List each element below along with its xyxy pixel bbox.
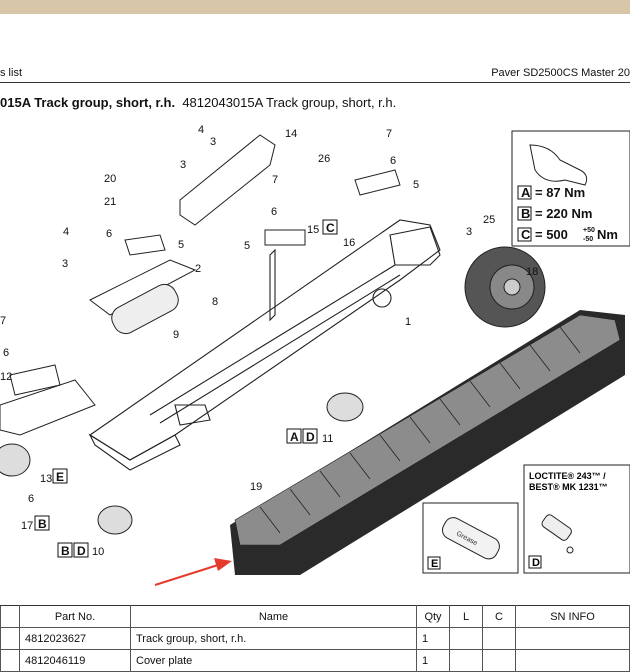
table-row[interactable]: 4812046119 Cover plate 1: [0, 649, 630, 672]
label-b-10: B: [61, 544, 70, 558]
callout-17: 17: [21, 520, 33, 532]
rubber-track: [230, 310, 625, 575]
torque-value-a: = 87 Nm: [535, 185, 585, 200]
col-c: C: [482, 605, 516, 628]
torque-value-b: = 220 Nm: [535, 206, 592, 221]
torque-sub-c: -50: [583, 236, 593, 243]
callout-11: 11: [322, 433, 333, 445]
torque-sup-c: +50: [583, 227, 595, 234]
exploded-diagram: 1 2 3 3 3 3 4 4 5 5 5 6 6 6 6 6 7 7 7 8 …: [0, 124, 630, 586]
callout-5c: 5: [413, 179, 419, 191]
loctite-line1: LOCTITE® 243™ /: [529, 471, 606, 481]
callout-5b: 5: [244, 240, 250, 252]
label-b-17: B: [38, 517, 47, 531]
callout-16: 16: [343, 237, 355, 249]
title-bold: 015A Track group, short, r.h.: [0, 95, 176, 110]
col-name: Name: [130, 605, 417, 628]
title-normal: 4812043015A Track group, short, r.h.: [182, 95, 397, 110]
row-part-no: 4812023627: [19, 627, 131, 650]
callout-26: 26: [318, 153, 330, 165]
callout-3d: 3: [466, 226, 472, 238]
callout-7a: 7: [386, 128, 392, 140]
callout-8: 8: [212, 296, 218, 308]
callout-6b: 6: [271, 206, 277, 218]
torque-label-c: C: [521, 227, 531, 242]
red-arrow: [154, 558, 232, 586]
row-name: Track group, short, r.h.: [130, 627, 417, 650]
label-d-10: D: [77, 544, 86, 558]
header-left: s list: [0, 67, 22, 79]
callout-6a: 6: [106, 228, 112, 240]
table-header-row: Part No. Name Qty L C SN INFO: [0, 605, 630, 628]
callout-12: 12: [0, 371, 12, 383]
callout-3a: 3: [62, 258, 68, 270]
callout-21: 21: [104, 196, 116, 208]
row-part-no: 4812046119: [19, 649, 131, 672]
grease-label-e: E: [431, 558, 438, 570]
loctite-bottle-icon: [541, 514, 572, 541]
callout-3c: 3: [210, 136, 216, 148]
callout-4b: 4: [198, 124, 204, 136]
col-sn-info: SN INFO: [515, 605, 630, 628]
callout-7b: 7: [272, 174, 278, 186]
letter-labels: C A D E B B D: [34, 219, 338, 558]
label-a-11: A: [290, 430, 299, 444]
callout-1: 1: [405, 316, 411, 328]
torque-value-c: = 500: [535, 227, 568, 242]
callout-14: 14: [285, 128, 297, 140]
loctite-label-d: D: [532, 557, 540, 569]
col-icon: [0, 605, 20, 628]
loctite-box: LOCTITE® 243™ / BEST® MK 1231™ D: [523, 464, 630, 574]
callout-5a: 5: [178, 239, 184, 251]
track-frame: [88, 219, 441, 471]
callout-6d: 6: [3, 347, 9, 359]
callout-19: 19: [250, 481, 262, 493]
row-qty: 1: [416, 627, 450, 650]
label-e-13: E: [56, 470, 64, 484]
callout-6e: 6: [28, 493, 34, 505]
label-d-11: D: [306, 430, 315, 444]
cover-plates: [0, 134, 401, 436]
callout-9: 9: [173, 329, 179, 341]
torque-box: A = 87 Nm B = 220 Nm C = 500 +50 -50 Nm: [511, 130, 630, 247]
callout-15: 15: [307, 224, 319, 236]
loctite-line2: BEST® MK 1231™: [529, 482, 608, 492]
torque-label-a: A: [521, 185, 531, 200]
grease-box: Grease E: [422, 502, 519, 574]
label-c-15: C: [326, 221, 335, 235]
col-qty: Qty: [416, 605, 450, 628]
col-part-no: Part No.: [19, 605, 131, 628]
callout-4a: 4: [63, 226, 69, 238]
table-row[interactable]: 4812023627 Track group, short, r.h. 1: [0, 627, 630, 650]
top-banner: [0, 0, 630, 14]
col-l: L: [449, 605, 483, 628]
callout-18: 18: [526, 266, 538, 278]
torque-unit-c: Nm: [597, 227, 618, 242]
callout-numbers: 1 2 3 3 3 3 4 4 5 5 5 6 6 6 6 6 7 7 7 8 …: [0, 124, 577, 558]
torque-label-b: B: [521, 206, 530, 221]
tension-cylinder: [111, 283, 179, 335]
wrench-icon: [529, 144, 588, 186]
drive-sprocket: [464, 246, 546, 328]
rollers: [0, 392, 364, 535]
header-right: Paver SD2500CS Master 20: [491, 67, 630, 79]
row-name: Cover plate: [130, 649, 417, 672]
callout-3b: 3: [180, 159, 186, 171]
callout-20: 20: [104, 173, 116, 185]
page-title: 015A Track group, short, r.h. 4812043015…: [0, 95, 396, 110]
row-qty: 1: [416, 649, 450, 672]
callout-7c: 7: [0, 315, 6, 327]
callout-2: 2: [195, 263, 201, 275]
callout-25: 25: [483, 214, 495, 226]
callout-10: 10: [92, 546, 104, 558]
callout-6c: 6: [390, 155, 396, 167]
header-rule: [0, 82, 630, 83]
parts-table: Part No. Name Qty L C SN INFO 4812023627…: [0, 605, 630, 672]
callout-13: 13: [40, 473, 52, 485]
